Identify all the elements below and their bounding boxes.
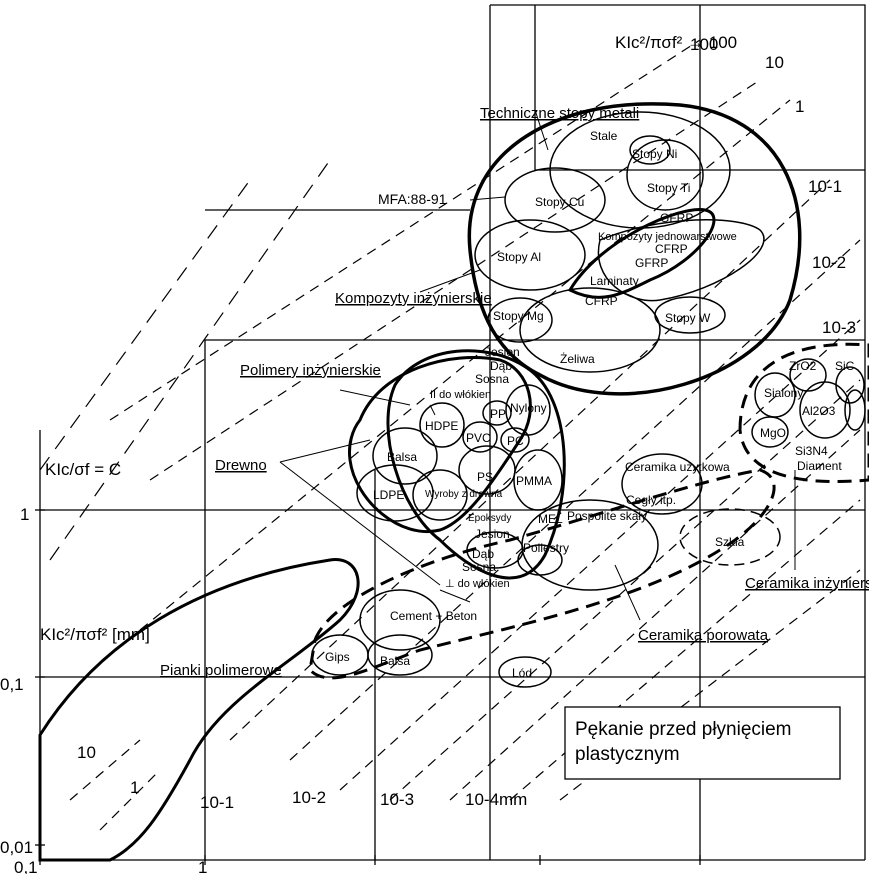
material-label: Stopy W: [665, 311, 711, 325]
family-label: Pianki polimerowe: [160, 662, 282, 679]
guide-title: KIc²/πσf² → 100: [615, 33, 737, 52]
material-label: Sosna: [475, 372, 509, 386]
note-line-2: plastycznym: [575, 744, 680, 765]
material-label: Cegły itp.: [626, 493, 676, 507]
material-label: Si3N4: [795, 444, 828, 458]
guide-label: 10-1: [808, 177, 842, 196]
material-label: Szkła: [715, 535, 745, 549]
material-label: PP: [490, 407, 506, 421]
envelope-porous-ceramics: [308, 468, 776, 680]
guide-label: 10-4mm: [465, 790, 527, 809]
envelope-wood: [348, 356, 532, 533]
material-label: Dąb: [490, 359, 512, 373]
material-label: PMMA: [516, 474, 552, 488]
material-label: Pospolite skały: [567, 509, 647, 523]
material-label: Ceramika użytkowa: [625, 460, 730, 474]
material-label: CFRP: [585, 294, 618, 308]
family-label: Drewno: [215, 457, 267, 474]
y-tick-label: 0,1: [0, 675, 24, 694]
guide-label: 1: [130, 778, 139, 797]
material-label: PVC: [466, 431, 491, 445]
guide-label: 10-3: [822, 318, 856, 337]
family-label: Kompozyty inżynierskie: [335, 290, 492, 307]
y-axis-label-1: KIc/σf = C: [45, 460, 121, 479]
material-label: Dąb: [472, 547, 494, 561]
material-label: LDPE: [373, 488, 404, 502]
family-label: Polimery inżynierskie: [240, 362, 381, 379]
note-box: [564, 706, 841, 780]
family-label: Techniczne stopy metali: [480, 105, 639, 122]
material-label: Stopy Al: [497, 250, 541, 264]
material-label: CFRP: [655, 242, 688, 256]
envelope-eng-ceramics: [738, 342, 869, 483]
material-label: Stale: [590, 129, 618, 143]
material-label: Nylony: [510, 401, 547, 415]
material-label: GFRP: [635, 256, 668, 270]
material-label: GFRP: [660, 211, 693, 225]
material-label: Żeliwa: [560, 352, 595, 366]
guide-label: 10-1: [200, 793, 234, 812]
guide-label: 1: [795, 97, 804, 116]
material-label: Sialony: [764, 386, 803, 400]
guide-label: 10-3: [380, 790, 414, 809]
y-tick-label: 1: [20, 505, 29, 524]
material-label: Sosna: [462, 560, 496, 574]
guide-label: 100: [690, 35, 718, 54]
material-label: Stopy Ti: [647, 181, 690, 195]
envelope-foams: [38, 558, 360, 862]
material-label: Jesion: [485, 345, 520, 359]
x-tick-label: 1: [198, 858, 207, 874]
material-label: SiC: [835, 359, 855, 373]
material-label: Kompozyty jednowarstwowe: [598, 231, 737, 243]
y-tick-label: 0,01: [0, 838, 33, 857]
material-label: Gips: [325, 650, 350, 664]
material-label: PS: [477, 470, 493, 484]
material-label: PC: [507, 434, 524, 448]
guide-label: 10-2: [292, 788, 326, 807]
note-line-1: Pękanie przed płynięciem: [575, 719, 792, 740]
material-label: Stopy Mg: [493, 309, 544, 323]
guide-label: 10: [765, 53, 784, 72]
material-label: Lód: [512, 666, 532, 680]
family-label: Ceramika inżynierska: [745, 575, 869, 592]
material-label: Wyroby z drewna: [425, 489, 503, 500]
material-label: Poliestry: [523, 541, 569, 555]
guide-label: 10-2: [812, 253, 846, 272]
material-label: II do włókien: [430, 389, 491, 401]
x-tick-label: 0,1: [14, 858, 38, 874]
material-label: MEL: [538, 512, 563, 526]
material-label: Stopy Cu: [535, 195, 584, 209]
y-axis-label-2: KIc²/πσf² [mm]: [40, 625, 150, 644]
envelope-polymers: [386, 349, 566, 580]
mfa-label: MFA:88-91: [378, 191, 447, 207]
family-label: Ceramika porowata: [638, 627, 769, 644]
material-label: Balsa: [380, 654, 410, 668]
material-label: Laminaty: [590, 274, 639, 288]
material-label: Al2O3: [802, 404, 836, 418]
guide-label: 10: [77, 743, 96, 762]
material-label: MgO: [760, 426, 786, 440]
material-label: ⊥ do włókien: [445, 578, 510, 590]
material-label: Epoksydy: [468, 513, 511, 524]
material-label: Stopy Ni: [632, 147, 677, 161]
material-label: HDPE: [425, 419, 458, 433]
material-label: Jesion: [475, 527, 510, 541]
material-label: Balsa: [387, 450, 417, 464]
material-label: Cement + Beton: [390, 609, 477, 623]
material-label: ZrO2: [789, 359, 817, 373]
material-label: Diament: [797, 459, 842, 473]
